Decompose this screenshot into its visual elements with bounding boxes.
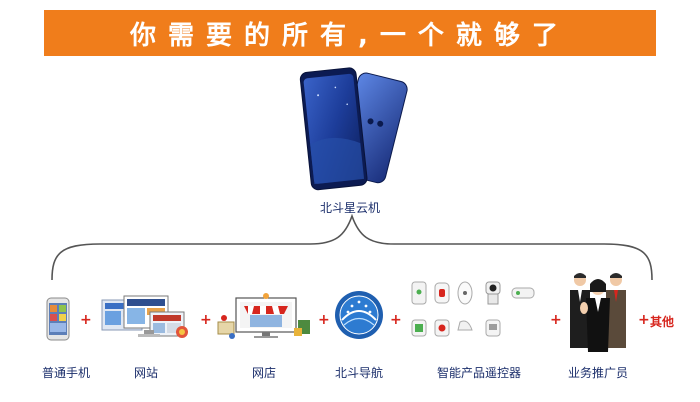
item-label-smart-remote: 智能产品遥控器 xyxy=(436,366,521,380)
website-image xyxy=(98,294,194,344)
smartphone-icon xyxy=(299,67,408,191)
plus-sign: + xyxy=(80,312,92,328)
banner-title: 你需要的所有,一个就够了 xyxy=(130,20,570,51)
plus-sign: + xyxy=(200,312,212,328)
beidou-navigation-icon xyxy=(335,291,383,339)
online-store-icon xyxy=(217,293,310,339)
beidou-phone-image xyxy=(292,62,410,194)
website-icon xyxy=(101,295,188,338)
phone-icon xyxy=(46,297,70,341)
other-label: 其他 xyxy=(650,315,675,329)
promoter-icon xyxy=(570,273,626,352)
item-label-phone: 普通手机 xyxy=(41,366,90,380)
plus-sign: + xyxy=(638,312,650,328)
smart-remote-image xyxy=(408,280,544,352)
brace-connector xyxy=(51,214,653,281)
plus-sign: + xyxy=(550,312,562,328)
plus-sign: + xyxy=(390,312,402,328)
phone-image xyxy=(44,296,72,342)
beidou-navigation-image xyxy=(334,290,384,340)
smart-remote-icon xyxy=(411,281,535,337)
item-label-website: 网站 xyxy=(133,366,158,380)
title-banner: 你需要的所有,一个就够了 xyxy=(44,10,656,56)
item-label-online-store: 网店 xyxy=(251,366,276,380)
item-label-beidou-navigation: 北斗导航 xyxy=(334,366,383,380)
center-product-label: 北斗星云机 xyxy=(319,201,380,215)
plus-sign: + xyxy=(318,312,330,328)
item-label-promoter: 业务推广员 xyxy=(567,366,628,380)
promoter-image xyxy=(566,268,630,352)
online-store-image xyxy=(214,292,314,342)
